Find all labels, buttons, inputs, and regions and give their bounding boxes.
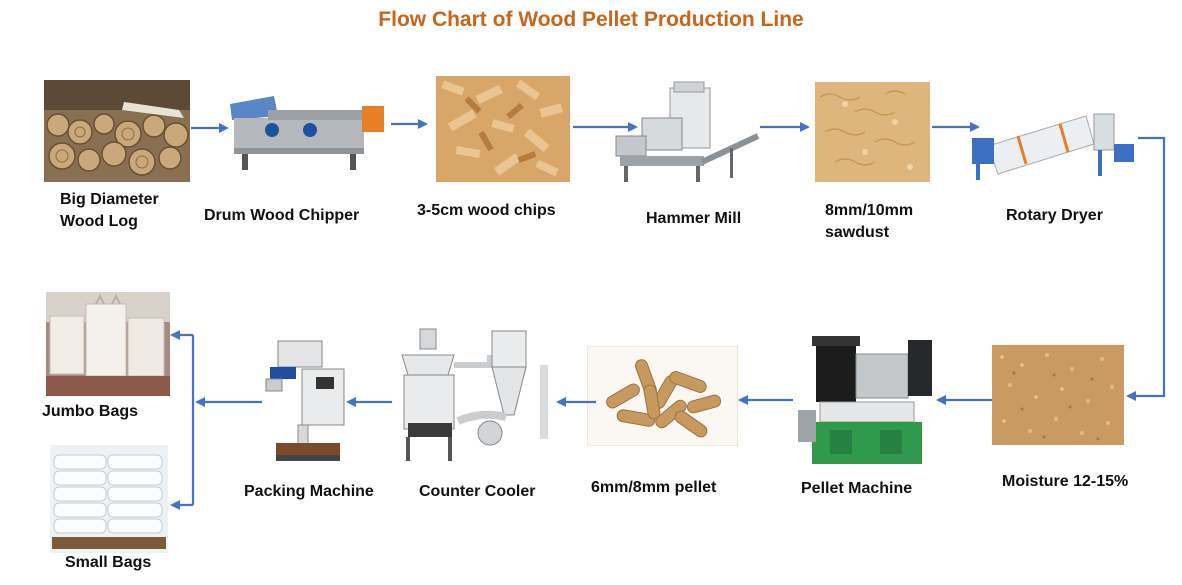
label-log-line1: Big Diameter <box>60 191 159 208</box>
counter-cooler-photo <box>401 328 548 461</box>
wood-log-photo <box>44 80 190 182</box>
label-small: Small Bags <box>65 554 152 571</box>
label-chips: 3-5cm wood chips <box>417 202 556 219</box>
pellet-machine-photo <box>798 336 932 464</box>
label-mill: Hammer Mill <box>646 210 742 227</box>
label-jumbo: Jumbo Bags <box>42 403 139 420</box>
hammer-mill-photo <box>615 81 760 182</box>
label-pellet: 6mm/8mm pellet <box>591 479 717 496</box>
chart-title: Flow Chart of Wood Pellet Production Lin… <box>378 8 804 31</box>
sawdust-photo <box>815 82 930 182</box>
dried-sawdust-photo <box>992 345 1124 445</box>
label-packing: Packing Machine <box>244 483 374 500</box>
label-chipper: Drum Wood Chipper <box>204 207 360 224</box>
drum-chipper-photo <box>230 96 384 170</box>
wood-chips-photo <box>436 76 570 182</box>
label-moisture: Moisture 12-15% <box>1002 473 1129 490</box>
label-dryer: Rotary Dryer <box>1006 207 1103 224</box>
flow-arrow <box>1126 136 1166 401</box>
label-pellet-machine: Pellet Machine <box>801 480 913 497</box>
label-sawdust-line2: sawdust <box>825 224 890 241</box>
pellets-photo <box>587 346 738 446</box>
label-log-line2: Wood Log <box>60 213 138 230</box>
label-sawdust-line1: 8mm/10mm <box>825 202 914 219</box>
label-cooler: Counter Cooler <box>419 483 536 500</box>
packing-machine-photo <box>265 340 345 461</box>
small-bags-photo <box>50 445 168 553</box>
jumbo-bags-photo <box>46 292 170 396</box>
rotary-dryer-photo <box>972 113 1134 180</box>
